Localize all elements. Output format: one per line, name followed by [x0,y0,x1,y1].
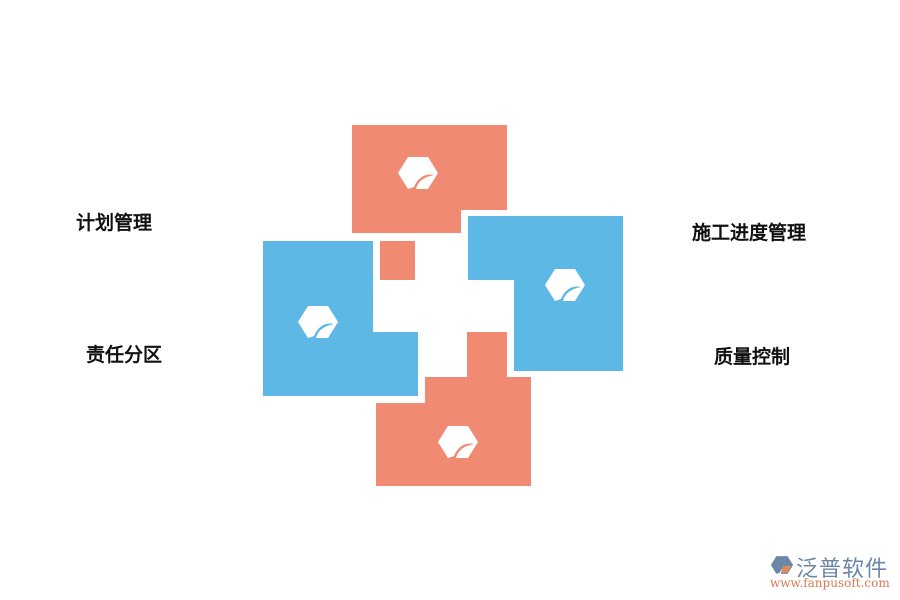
brand-hexagon-icon [438,426,478,458]
label-quality-control: 质量控制 [714,346,791,368]
label-responsibility-zoning: 责任分区 [86,344,163,366]
brand-hexagon-icon [298,306,338,338]
fanpu-logo-icon [770,556,794,574]
watermark-name: 泛普软件 [796,557,889,582]
label-plan-management: 计划管理 [76,212,153,234]
brand-hexagon-icon [398,157,438,189]
brand-hexagon-icon [545,269,585,301]
label-construction-progress: 施工进度管理 [692,222,807,244]
watermark-url: www.fanpusoft.com [770,576,890,590]
